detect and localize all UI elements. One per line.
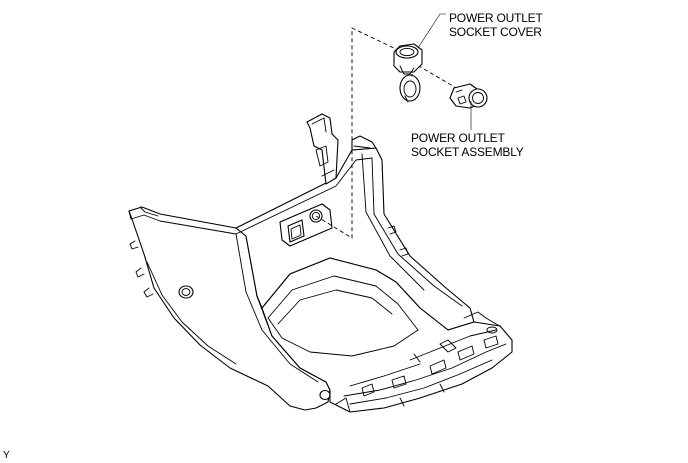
- socket-assembly-callout-line2: SOCKET ASSEMBLY: [411, 145, 524, 159]
- socket-cover-callout-line1: POWER OUTLET: [449, 11, 543, 25]
- socket-cover-callout: POWER OUTLET SOCKET COVER: [449, 11, 543, 39]
- socket-assembly-callout: POWER OUTLET SOCKET ASSEMBLY: [411, 131, 524, 159]
- leader-lines: [417, 13, 472, 130]
- side-mount-hole: [178, 285, 194, 299]
- cover-cap: [399, 74, 421, 102]
- socket-assembly-part: [449, 83, 488, 109]
- upper-bracket: [306, 113, 339, 185]
- tray-floor: [261, 257, 513, 413]
- socket-assembly-callout-line1: POWER OUTLET: [411, 131, 505, 145]
- console-panel: [128, 113, 513, 413]
- socket-cover-part: [393, 43, 423, 103]
- diagram-code: Y: [3, 450, 10, 461]
- socket-cover-callout-line2: SOCKET COVER: [449, 25, 542, 39]
